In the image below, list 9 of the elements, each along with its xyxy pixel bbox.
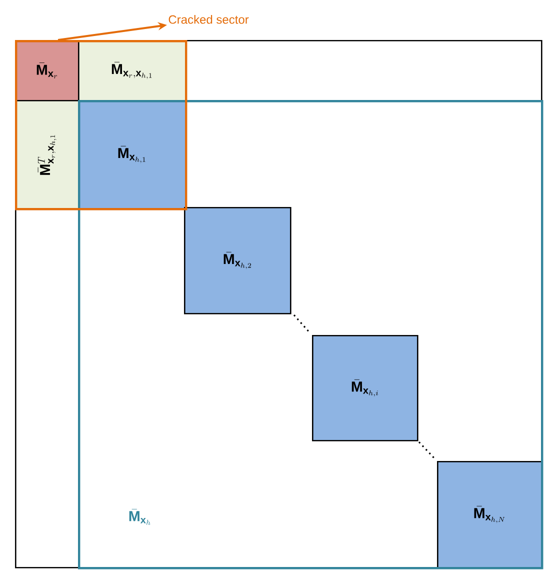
sector-label: Cracked sector <box>168 15 249 24</box>
cracked-sector-frame <box>15 40 188 210</box>
matrix-block: $\bar{\mathbf{M}}_{\mathbf{x}_{h,2}}$ <box>184 207 292 314</box>
matrix-block: $\bar{\mathbf{M}}_{\mathbf{x}_{h,N}}$ <box>437 461 542 568</box>
matrix-block: $\bar{\mathbf{M}}_{\mathbf{x}_{h,1}}$ <box>78 100 186 210</box>
matrix-block: $\bar{\mathbf{M}}^T_{\mathbf{x}_r,\mathbf{x}_{h,1}}$ <box>15 100 80 210</box>
matrix-block: $\bar{\mathbf{M}}_{\mathbf{x}_r,\mathbf{x}_{h,1}}$ <box>78 40 186 102</box>
matrix-block: $\bar{\mathbf{M}}_{\mathbf{x}_r}$ <box>15 40 80 102</box>
matrix-block: $\bar{\mathbf{M}}_{\mathbf{x}_{h,i}}$ <box>312 335 418 442</box>
